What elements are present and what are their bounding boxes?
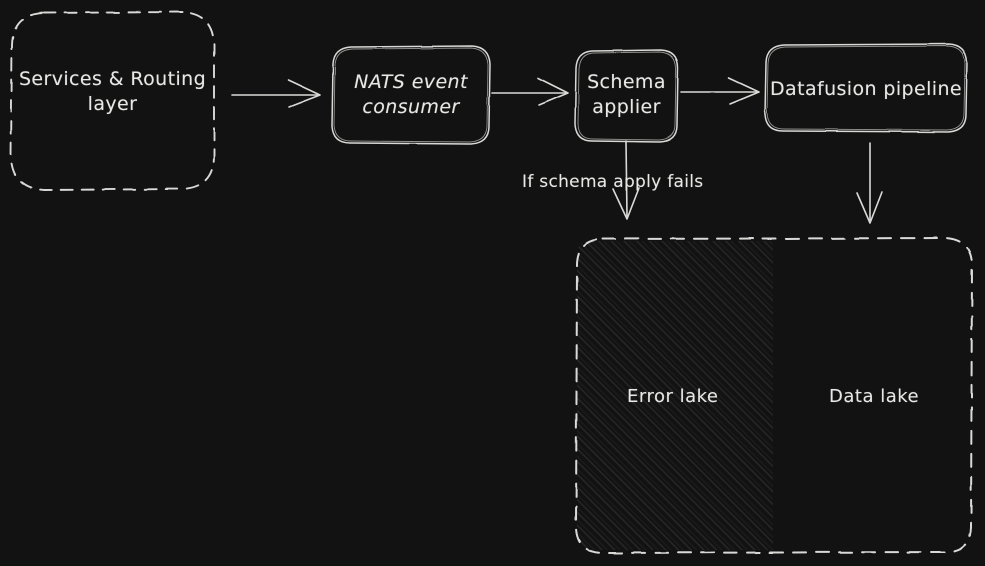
node-data-lake[interactable]	[773, 240, 971, 551]
node-nats-event-consumer-shape[interactable]	[331, 45, 491, 145]
node-lake-container-shape[interactable]	[575, 237, 973, 554]
edge-schema-to-error-lake[interactable]	[612, 140, 640, 220]
node-nats-event-consumer[interactable]	[332, 46, 490, 144]
node-datafusion-pipeline-shape[interactable]	[764, 43, 968, 133]
node-datafusion-pipeline[interactable]	[765, 44, 967, 132]
node-services-routing-layer-shape[interactable]	[10, 11, 215, 191]
edge-datafusion-to-data-lake[interactable]	[856, 142, 883, 224]
error-lake-fill	[577, 241, 773, 550]
data-lake-label: Data lake	[829, 386, 920, 407]
node-error-lake[interactable]	[577, 240, 773, 551]
error-lake-label: Error lake	[627, 386, 719, 407]
edge-services-to-nats[interactable]	[231, 79, 321, 108]
node-schema-applier-shape[interactable]	[574, 49, 679, 143]
node-schema-applier[interactable]	[575, 50, 678, 142]
edge-label-if-schema-apply-fails: If schema apply fails	[522, 172, 704, 192]
edge-schema-to-datafusion[interactable]	[680, 77, 760, 105]
edge-nats-to-schema[interactable]	[491, 77, 569, 106]
node-services-routing-layer[interactable]	[10, 12, 215, 190]
